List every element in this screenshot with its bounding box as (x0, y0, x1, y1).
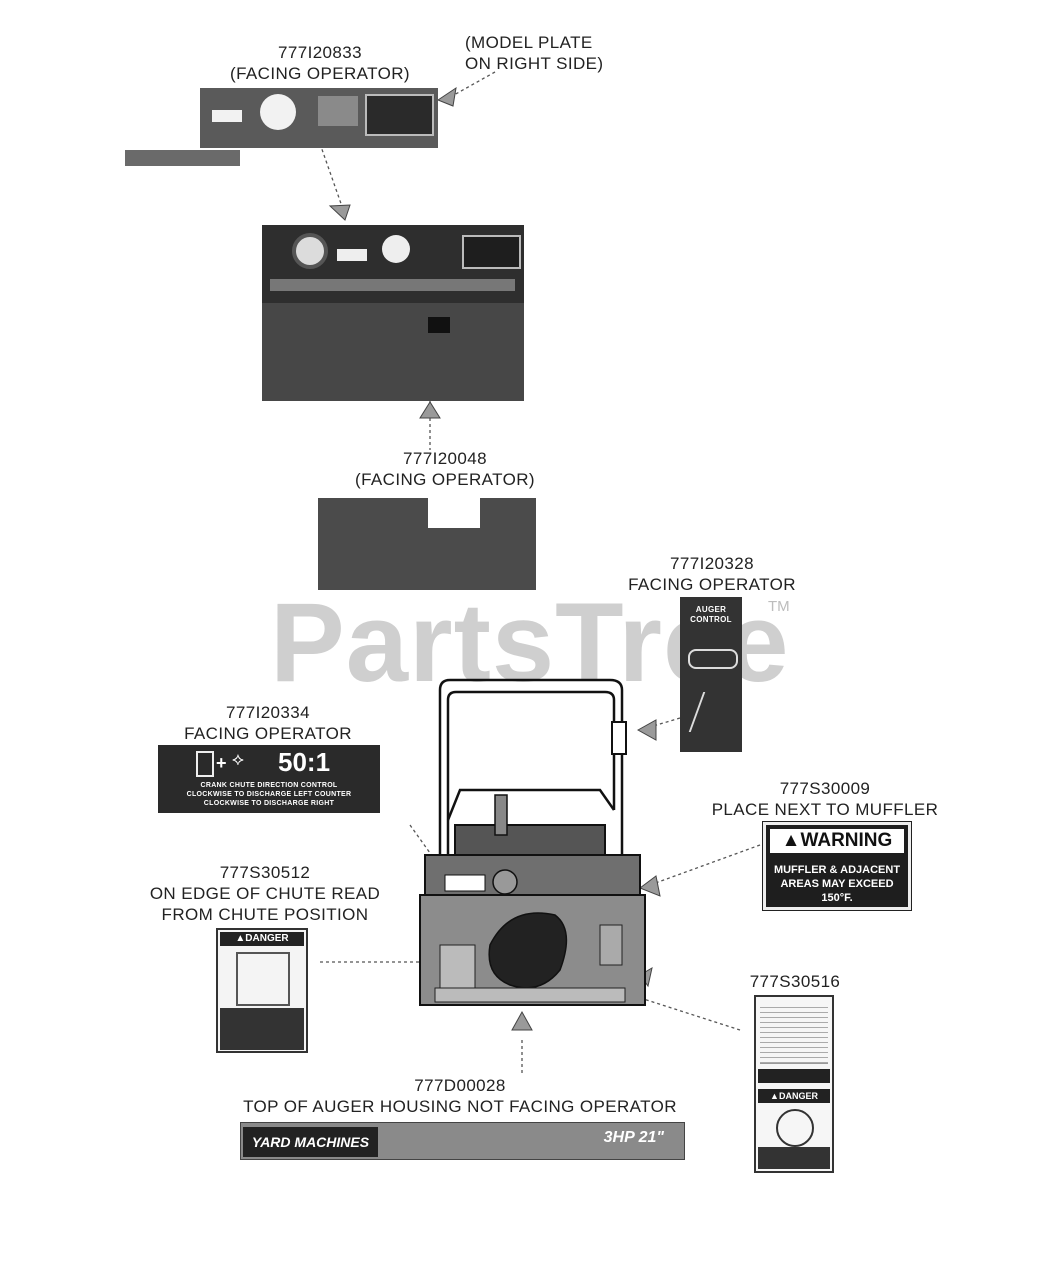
brand-mark (318, 96, 358, 126)
model-plate (365, 94, 434, 136)
hand-in-chute-icon (236, 952, 290, 1006)
decal-tall-danger: ▲DANGER (754, 995, 834, 1173)
model-plate-line1: (MODEL PLATE (465, 33, 593, 52)
placement-note: FACING OPERATOR (184, 724, 352, 743)
placement-note-2: FROM CHUTE POSITION (161, 905, 369, 924)
auger-blade (488, 912, 568, 989)
chute-instructions: CRANK CHUTE DIRECTION CONTROL CLOCKWISE … (158, 781, 380, 808)
fuel-can-icon (196, 751, 214, 777)
auger-control-box (611, 721, 627, 755)
text-block (760, 1003, 828, 1064)
part-number: 777S30512 (219, 863, 311, 882)
decal-chute-danger: ▲DANGER (216, 928, 308, 1053)
danger-triangle-icon: ▲ (235, 933, 246, 944)
warning-line2: AREAS MAY EXCEED (780, 878, 894, 890)
auger-control-text: AUGER CONTROL (680, 605, 742, 625)
warning-body: MUFFLER & ADJACENT AREAS MAY EXCEED 150°… (766, 863, 908, 905)
label-777S30009: 777S30009 PLACE NEXT TO MUFFLER (705, 778, 945, 820)
part-number: 777I20048 (403, 449, 487, 468)
primer-slot (337, 249, 367, 261)
placement-note: (FACING OPERATOR) (355, 470, 535, 489)
model-plate (462, 235, 521, 269)
handle-outer (438, 678, 624, 870)
primer-slot (212, 110, 242, 122)
oil-can-icon: ⟡ (232, 749, 244, 769)
danger-word: DANGER (778, 1091, 818, 1101)
decal-muffler-warning: ▲WARNING MUFFLER & ADJACENT AREAS MAY EX… (762, 821, 912, 911)
warning-word: WARNING (800, 830, 893, 851)
warning-line1: MUFFLER & ADJACENT (773, 864, 901, 876)
pulley (492, 869, 518, 895)
auger-line2: CONTROL (690, 615, 732, 624)
snowblower-illustration (419, 678, 646, 1006)
housing-label (444, 874, 486, 892)
chute-line1: CRANK CHUTE DIRECTION CONTROL (200, 782, 338, 789)
placement-note: FACING OPERATOR (628, 575, 796, 594)
danger-text-block (758, 1147, 830, 1169)
label-777I20328: 777I20328 FACING OPERATOR (612, 553, 812, 595)
decal-auger-control: AUGER CONTROL (680, 597, 742, 752)
inverted-header (758, 1069, 830, 1083)
placement-note: (FACING OPERATOR) (230, 64, 410, 83)
part-number: 777I20833 (278, 43, 362, 62)
handle-inner (446, 690, 616, 870)
chute-line2: CLOCKWISE TO DISCHARGE LEFT COUNTER (186, 791, 352, 798)
plus-icon: + (216, 753, 227, 773)
hand-lever-icon (688, 692, 736, 732)
notch (428, 498, 480, 528)
label-777D00028: 777D00028 TOP OF AUGER HOUSING NOT FACIN… (230, 1075, 690, 1117)
decal-fuel-mix: + ⟡ 50:1 CRANK CHUTE DIRECTION CONTROL C… (158, 745, 380, 813)
danger-triangle-icon: ▲ (770, 1091, 779, 1101)
model-plate-line2: ON RIGHT SIDE) (465, 54, 604, 73)
danger-text-block (220, 1008, 304, 1050)
danger-word: DANGER (245, 933, 289, 944)
brand-strip-spot (434, 987, 626, 1003)
decal-notched-plate (318, 498, 536, 590)
chute-line3: CLOCKWISE TO DISCHARGE RIGHT (203, 800, 335, 807)
part-number: 777S30516 (749, 972, 841, 991)
part-number: 777I20334 (226, 703, 310, 722)
lower-handle (446, 788, 616, 821)
ignition-hole (260, 94, 296, 130)
decal-console-strip (125, 150, 240, 166)
part-number: 777I20328 (670, 554, 754, 573)
decal-brand-strip: YARD MACHINES 3HP 21" (240, 1122, 685, 1160)
knob-hole (292, 233, 328, 269)
danger-header: ▲DANGER (758, 1089, 830, 1103)
engine-spec: 3HP 21" (603, 1129, 664, 1146)
model-plate-note: (MODEL PLATE ON RIGHT SIDE) (465, 32, 603, 74)
auger-hazard-icon (776, 1109, 814, 1147)
danger-header: ▲DANGER (220, 932, 304, 946)
auger-line1: AUGER (695, 605, 727, 614)
part-number: 777D00028 (414, 1076, 506, 1095)
warning-line3: 150°F. (821, 892, 853, 904)
mix-ratio: 50:1 (278, 747, 331, 777)
part-number: 777S30009 (779, 779, 871, 798)
panel-cutout (428, 317, 450, 333)
chute-decal-spot (439, 944, 476, 991)
ignition-hole (382, 235, 410, 263)
label-777S30512: 777S30512 ON EDGE OF CHUTE READ FROM CHU… (140, 862, 390, 925)
label-777I20833: 777I20833 (FACING OPERATOR) (220, 42, 420, 84)
panel-strip (270, 279, 515, 291)
trademark-mark: TM (768, 598, 790, 615)
auger-icon (688, 649, 738, 669)
decal-console-panel (262, 225, 524, 401)
side-decal-spot (599, 924, 623, 966)
placement-note: TOP OF AUGER HOUSING NOT FACING OPERATOR (243, 1097, 677, 1116)
warning-header: ▲WARNING (770, 829, 904, 853)
decal-console-overlay (200, 88, 438, 148)
label-777I20334: 777I20334 FACING OPERATOR (168, 702, 368, 744)
warning-triangle-icon: ▲ (781, 830, 801, 851)
placement-note: PLACE NEXT TO MUFFLER (711, 800, 939, 819)
label-777S30516: 777S30516 (740, 971, 850, 992)
placement-note-1: ON EDGE OF CHUTE READ (149, 884, 381, 903)
label-777I20048: 777I20048 (FACING OPERATOR) (340, 448, 550, 490)
brand-logo: YARD MACHINES (243, 1127, 378, 1157)
chute-tube (494, 794, 508, 836)
